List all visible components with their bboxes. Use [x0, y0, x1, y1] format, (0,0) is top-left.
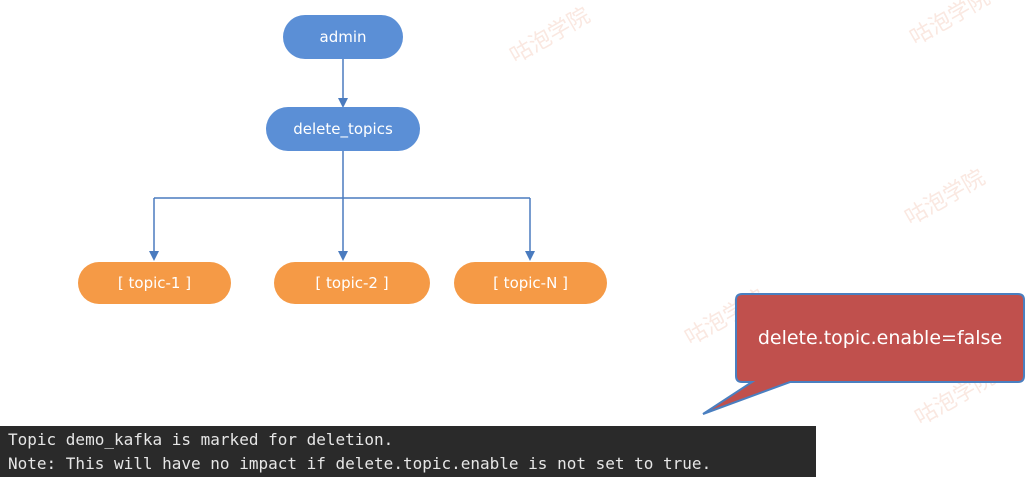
node-topic-2: [ topic-2 ]: [274, 262, 430, 304]
node-topic-1: [ topic-1 ]: [78, 262, 231, 304]
node-delete-topics: delete_topics: [266, 107, 420, 151]
callout-bubble: [702, 293, 1025, 415]
callout-text: delete.topic.enable=false: [757, 327, 1003, 349]
terminal-output: Topic demo_kafka is marked for deletion.…: [0, 426, 816, 477]
terminal-line: Topic demo_kafka is marked for deletion.: [8, 430, 394, 449]
terminal-line: Note: This will have no impact if delete…: [8, 454, 712, 473]
node-admin: admin: [283, 15, 403, 59]
node-topic-n: [ topic-N ]: [454, 262, 607, 304]
